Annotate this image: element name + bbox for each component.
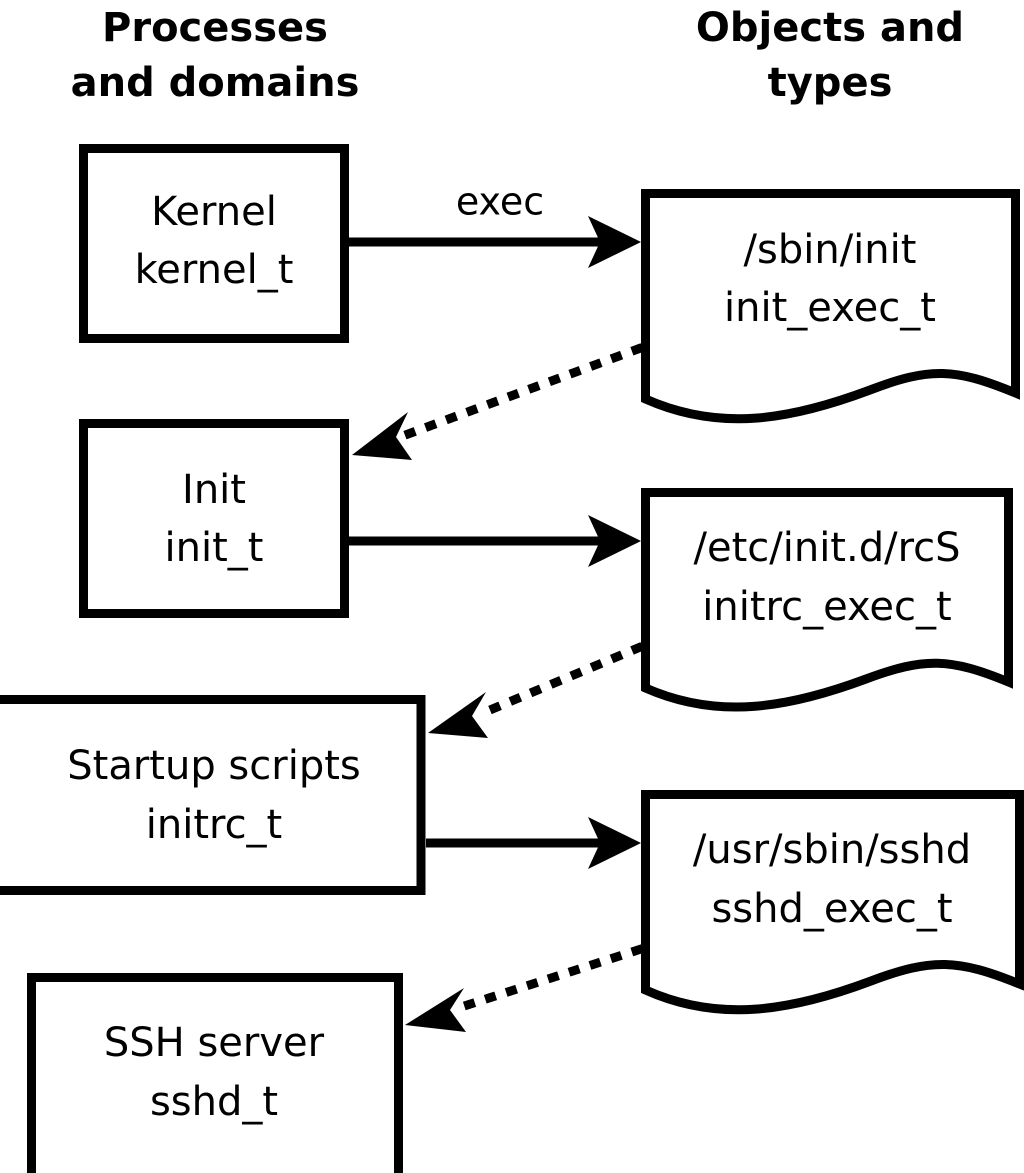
process-node-init[interactable]: Init init_t (79, 419, 349, 618)
process-node-startup-scripts-line2: initrc_t (146, 802, 283, 848)
column-header-objects-line2: types (768, 60, 893, 106)
process-node-startup-scripts[interactable]: Startup scripts initrc_t (0, 695, 426, 895)
object-node-sshd-exec[interactable]: /usr/sbin/sshd sshd_exec_t (641, 790, 1024, 1015)
column-header-processes: Processes and domains (71, 5, 360, 106)
process-node-kernel[interactable]: Kernel kernel_t (79, 144, 349, 343)
object-node-init-exec[interactable]: /sbin/init init_exec_t (641, 189, 1020, 424)
object-node-initrc-exec-line2: initrc_exec_t (702, 584, 951, 630)
process-node-kernel-line1: Kernel (151, 189, 277, 235)
edge-init-to-initrc-exec-arrowhead (588, 515, 641, 567)
edge-sshd-exec-to-sshd (405, 944, 644, 1032)
process-node-init-box[interactable] (79, 419, 349, 618)
process-node-startup-scripts-line1: Startup scripts (67, 743, 360, 789)
object-node-sshd-exec-line1: /usr/sbin/sshd (693, 827, 971, 873)
edge-sshd-exec-to-sshd-arrowhead (405, 988, 466, 1032)
edge-sshd-exec-to-sshd-line (452, 944, 644, 1014)
column-header-processes-line1: Processes (102, 5, 328, 51)
edge-initrc-exec-to-initrc-line (472, 642, 644, 721)
process-node-init-line1: Init (182, 467, 246, 513)
process-node-kernel-line2: kernel_t (135, 247, 294, 293)
column-header-processes-line2: and domains (71, 60, 360, 106)
edge-initrc-exec-to-initrc (428, 642, 644, 738)
process-node-init-line2: init_t (165, 525, 264, 571)
column-header-objects: Objects and types (696, 5, 964, 106)
object-node-init-exec-document-shape[interactable] (641, 189, 1020, 424)
edge-label-exec: exec (456, 180, 544, 224)
object-node-sshd-exec-document-shape[interactable] (641, 790, 1024, 1015)
process-node-startup-scripts-box[interactable] (0, 695, 426, 895)
object-node-sshd-exec-line2: sshd_exec_t (711, 886, 952, 932)
process-node-ssh-server[interactable]: SSH server sshd_t (27, 973, 403, 1173)
edge-initrc-exec-to-initrc-arrowhead (428, 692, 488, 738)
process-node-ssh-server-line1: SSH server (104, 1020, 325, 1066)
edge-initrc-to-sshd-exec-arrowhead (588, 817, 641, 869)
column-header-objects-line1: Objects and (696, 5, 964, 51)
edge-init-exec-to-init-arrowhead (352, 412, 412, 460)
object-node-init-exec-line2: init_exec_t (724, 285, 936, 331)
edge-kernel-to-init-exec: exec (349, 180, 641, 268)
object-node-init-exec-line1: /sbin/init (744, 227, 917, 273)
edge-kernel-to-init-exec-arrowhead (588, 216, 641, 268)
edge-init-to-initrc-exec (349, 515, 641, 567)
process-node-ssh-server-box[interactable] (27, 973, 403, 1173)
process-node-kernel-box[interactable] (79, 144, 349, 343)
edge-init-exec-to-init (352, 343, 644, 460)
object-node-initrc-exec-line1: /etc/init.d/rcS (693, 525, 960, 571)
edge-init-exec-to-init-line (394, 343, 644, 443)
object-node-initrc-exec[interactable]: /etc/init.d/rcS initrc_exec_t (641, 488, 1013, 712)
process-node-ssh-server-line2: sshd_t (150, 1079, 278, 1125)
edge-initrc-to-sshd-exec (426, 817, 641, 869)
object-node-initrc-exec-document-shape[interactable] (641, 488, 1013, 712)
